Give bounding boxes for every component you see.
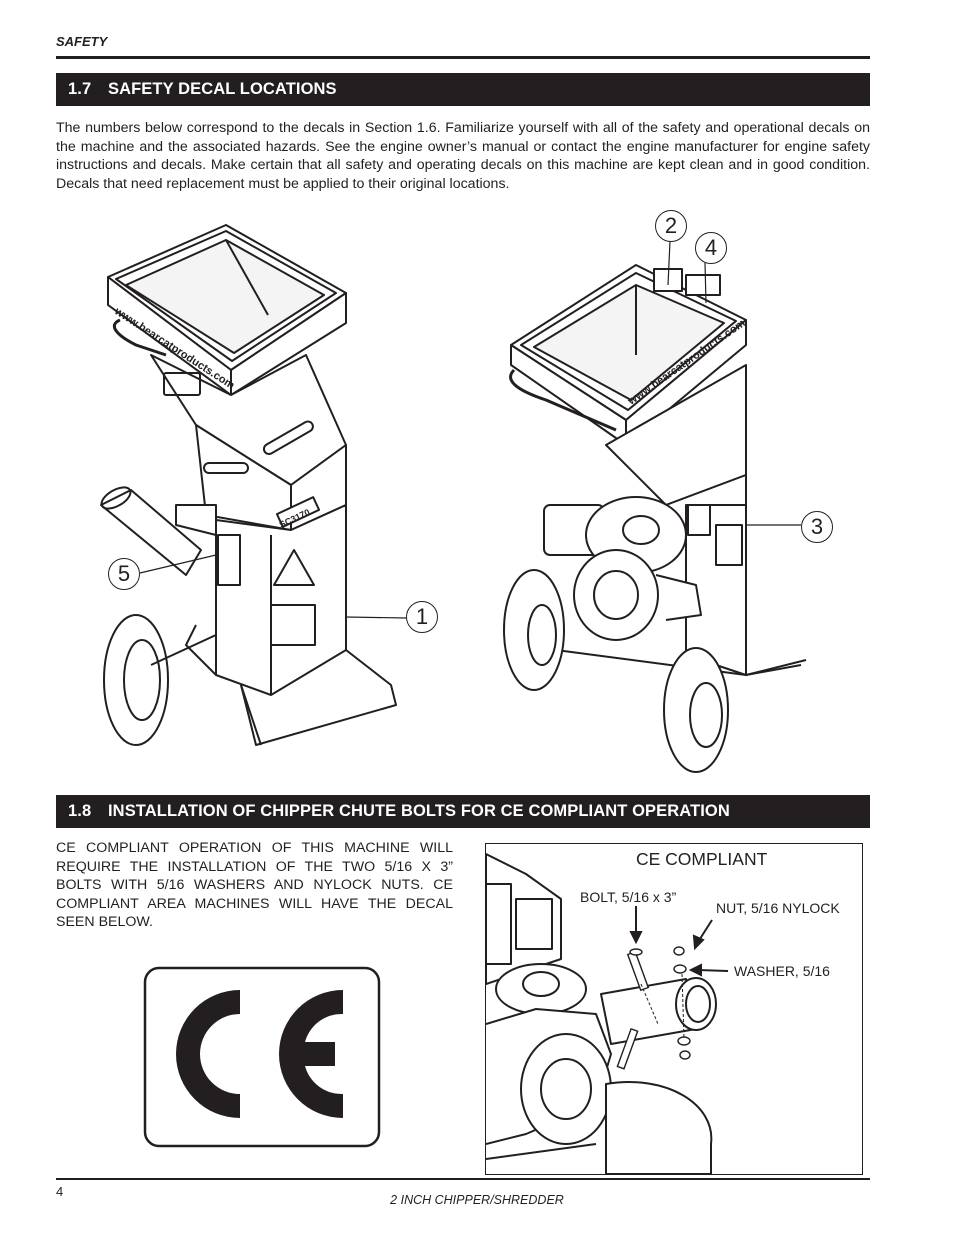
decal-location-figure: www.bearcatproducts.com www.bearcatprodu… (56, 205, 870, 785)
bolt-label: BOLT, 5/16 x 3” (580, 889, 677, 905)
running-header: SAFETY (56, 34, 108, 49)
callout-1: 1 (406, 601, 438, 633)
chipper-illustration: www.bearcatproducts.com www.bearcatprodu… (100, 224, 807, 773)
header-rule (56, 56, 870, 59)
section-number: 1.8 (68, 802, 92, 820)
washer-label: WASHER, 5/16 (734, 963, 830, 979)
section-heading-1-8: 1.8 INSTALLATION OF CHIPPER CHUTE BOLTS F… (56, 795, 870, 828)
footer-rule (56, 1178, 870, 1180)
section-number: 1.7 (68, 80, 92, 98)
callout-2: 2 (655, 210, 687, 242)
nut-label: NUT, 5/16 NYLOCK (716, 900, 840, 916)
section-heading-1-7: 1.7 SAFETY DECAL LOCATIONS (56, 73, 870, 106)
page-number: 4 (56, 1184, 64, 1199)
callout-4: 4 (695, 232, 727, 264)
ce-compliant-figure: CE COMPLIANT BOLT, 5/16 x 3” NUT, 5/16 N… (485, 843, 863, 1175)
section-title: INSTALLATION OF CHIPPER CHUTE BOLTS FOR … (108, 802, 730, 820)
callout-5: 5 (108, 558, 140, 590)
section-1-7-paragraph: The numbers below correspond to the deca… (56, 120, 870, 192)
section-title: SAFETY DECAL LOCATIONS (108, 80, 337, 98)
ce-bolt-illustration (486, 853, 729, 1174)
footer-document-title: 2 INCH CHIPPER/SHREDDER (390, 1193, 564, 1207)
section-1-8-paragraph: CE COMPLIANT OPERATION OF THIS MACHINE W… (56, 840, 453, 931)
callout-3: 3 (801, 511, 833, 543)
ce-figure-title: CE COMPLIANT (636, 849, 768, 869)
ce-decal: CE (143, 966, 381, 1148)
